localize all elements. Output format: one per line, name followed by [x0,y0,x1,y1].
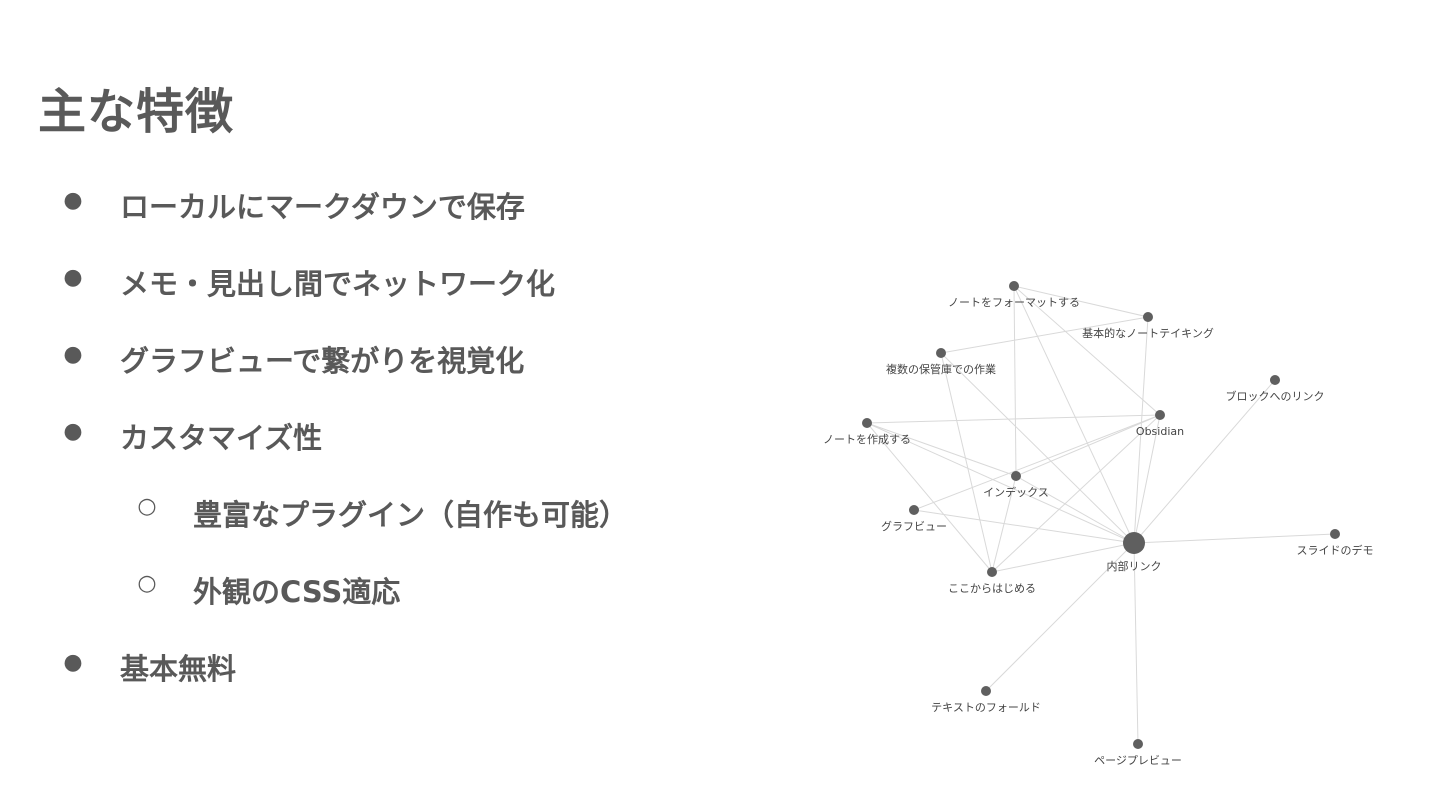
graph-edge-graphview-internal [913,509,1135,544]
graph-edge-internal-start [991,542,1135,573]
graph-edge-format-index [1013,285,1017,477]
sub-bullet-marker: ○ [137,494,157,519]
graph-edge-create-start [866,422,993,573]
graph-edge-format-internal [1013,285,1135,544]
graph-node-basic[interactable]: 基本的なノートテイキング [1082,312,1214,340]
graph-node-label: 内部リンク [1107,559,1162,573]
graph-edge-obsidian-create [866,414,1161,424]
bullet-text: グラフビューで繋がりを視覚化 [120,344,525,378]
bullet-text: メモ・見出し間でネットワーク化 [120,267,556,301]
graph-edge-basic-vaults [940,316,1149,354]
slide-title: 主な特徴 [38,84,235,140]
graph-edge-obsidian-index [1015,414,1161,477]
graph-node-label: インデックス [983,485,1049,499]
graph-node-label: ページプレビュー [1094,754,1182,767]
graph-node-label: ここからはじめる [948,582,1036,595]
graph-node-preview[interactable]: ページプレビュー [1094,739,1182,767]
graph-node-label: Obsidian [1136,425,1184,438]
graph-node-dot[interactable] [1143,312,1153,322]
graph-node-dot[interactable] [1155,410,1165,420]
graph-edge-graphview-obsidian [913,414,1161,511]
graph-node-dot[interactable] [1330,529,1340,539]
bullet-marker: ● [63,342,83,367]
graph-node-internal[interactable]: 内部リンク [1107,532,1162,573]
graph-node-obsidian[interactable]: Obsidian [1136,410,1184,438]
graph-edge-vaults-internal [940,352,1135,544]
graph-node-dot[interactable] [1011,471,1021,481]
graph-node-label: テキストのフォールド [931,701,1041,714]
graph-edge-basic-internal [1133,316,1149,544]
graph-node-create[interactable]: ノートを作成する [823,418,911,446]
graph-edge-create-index [866,422,1017,477]
bullet-text: 基本無料 [120,652,237,686]
bullet-text: カスタマイズ性 [120,421,323,455]
bullet-marker: ● [63,650,83,675]
graph-node-dot[interactable] [936,348,946,358]
graph-edge-internal-folding [985,542,1135,692]
graph-node-label: グラフビュー [881,519,947,533]
graph-node-graphview[interactable]: グラフビュー [881,505,947,533]
graph-node-dot[interactable] [981,686,991,696]
graph-edge-internal-preview [1133,542,1139,745]
graph-node-dot[interactable] [909,505,919,515]
graph-nodes: ノートをフォーマットする基本的なノートテイキング複数の保管庫での作業ブロックへの… [823,281,1374,767]
graph-node-label: ノートを作成する [823,433,911,446]
graph-edge-create-internal [866,422,1135,544]
sub-bullet-text: 豊富なプラグイン（自作も可能） [193,498,629,532]
graph-edge-obsidian-start [991,414,1161,573]
graph-node-folding[interactable]: テキストのフォールド [931,686,1041,714]
graph-node-label: スライドのデモ [1297,543,1374,557]
bullet-marker: ● [63,419,83,444]
graph-node-dot[interactable] [1133,739,1143,749]
graph-edge-vaults-start [940,352,993,573]
bullet-text: ローカルにマークダウンで保存 [120,190,525,224]
graph-edge-obsidian-internal [1133,414,1161,544]
graph-node-label: 基本的なノートテイキング [1082,326,1214,340]
graph-node-dot[interactable] [1123,532,1145,554]
graph-edges [866,285,1336,745]
sub-bullet-marker: ○ [137,571,157,596]
bullet-marker: ● [63,265,83,290]
graph-node-dot[interactable] [987,567,997,577]
graph-node-start[interactable]: ここからはじめる [948,567,1036,595]
graph-edge-index-internal [1015,475,1135,544]
graph-node-vaults[interactable]: 複数の保管庫での作業 [886,348,996,376]
graph-node-label: 複数の保管庫での作業 [886,362,996,376]
graph-node-label: ノートをフォーマットする [948,296,1080,309]
graph-node-dot[interactable] [1270,375,1280,385]
graph-node-format[interactable]: ノートをフォーマットする [948,281,1080,309]
graph-node-index[interactable]: インデックス [983,471,1049,499]
bullet-marker: ● [63,188,83,213]
graph-node-slides[interactable]: スライドのデモ [1297,529,1374,557]
graph-edge-format-basic [1013,285,1149,318]
feature-list: ● ローカルにマークダウンで保存 ● メモ・見出し間でネットワーク化 ● グラフ… [63,188,629,686]
graph-edge-internal-slides [1133,533,1336,544]
graph-node-blocklink[interactable]: ブロックへのリンク [1226,375,1325,403]
graph-node-label: ブロックへのリンク [1226,389,1325,403]
graph-node-dot[interactable] [1009,281,1019,291]
graph-edge-format-obsidian [1013,285,1161,416]
graph-edge-internal-blocklink [1133,379,1276,544]
graph-node-dot[interactable] [862,418,872,428]
sub-bullet-text: 外観のCSS適応 [193,575,401,609]
